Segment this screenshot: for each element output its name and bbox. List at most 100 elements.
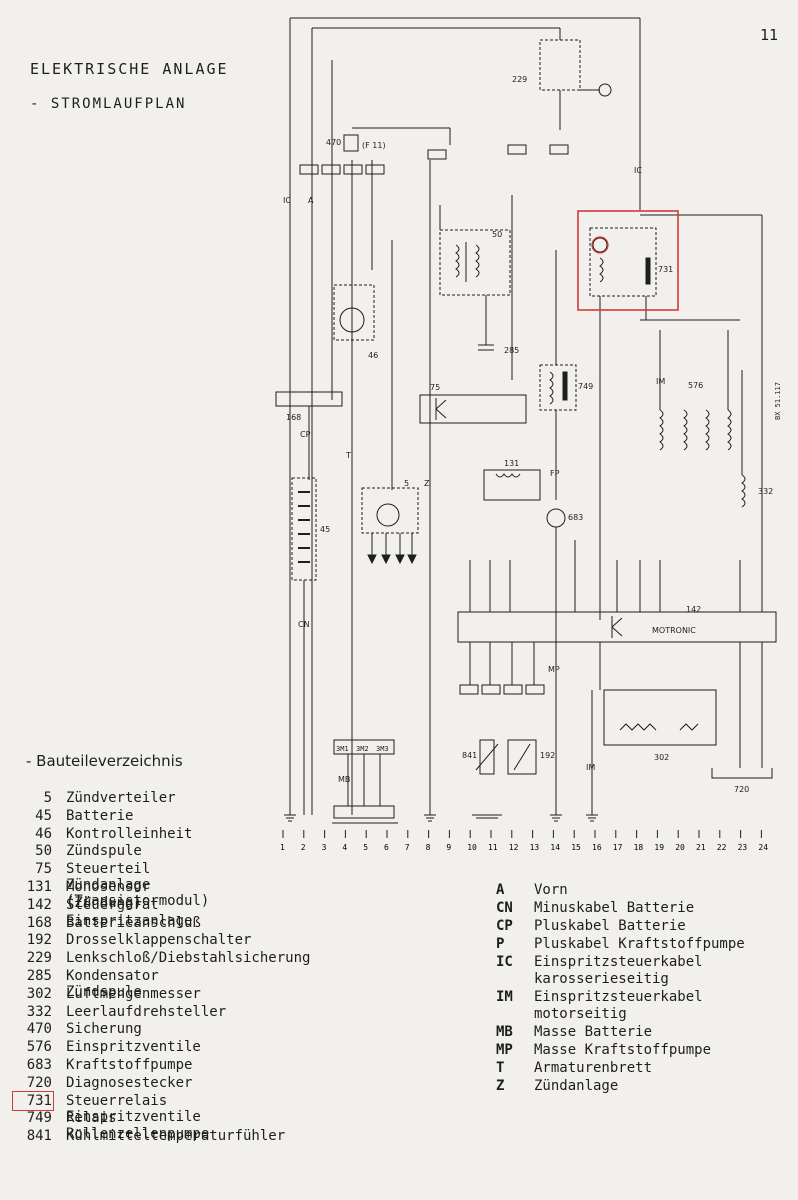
label-monosensor: 131 xyxy=(504,459,519,468)
legend-description: Armaturenbrett xyxy=(534,1060,653,1076)
component-number: 470 xyxy=(26,1021,52,1038)
ruler-number: 24 xyxy=(758,843,768,852)
legend-code: CP xyxy=(496,918,513,934)
legend-description: Pluskabel Kraftstoffpumpe xyxy=(534,936,745,952)
component-name: Zündverteiler xyxy=(66,790,176,806)
legend-description: Zündanlage xyxy=(534,1078,619,1094)
ruler-number: 10 xyxy=(467,843,477,852)
label-battery: 45 xyxy=(320,525,330,534)
ruler-number: 9 xyxy=(446,843,451,852)
page-subtitle: - STROMLAUFPLAN xyxy=(30,96,187,112)
ruler-number: 21 xyxy=(696,843,706,852)
component-name: Batterieanschluß xyxy=(66,914,201,931)
wire-label-mb: MB xyxy=(338,775,350,784)
label-ecu-name: MOTRONIC xyxy=(652,626,696,635)
ruler-number: 2 xyxy=(301,843,306,852)
component-number: 683 xyxy=(26,1057,52,1073)
component-name: Relais Rollenzellenpumpe xyxy=(66,1110,210,1143)
label-battery-terminal: 168 xyxy=(286,413,301,422)
label-fuse-tag: (F 11) xyxy=(362,141,386,150)
component-name: Kontrolleinheit xyxy=(66,825,193,842)
relay-731-marker xyxy=(591,236,609,254)
legend-description: Masse Batterie xyxy=(534,1024,653,1040)
wire-label-cn: CN xyxy=(298,620,310,629)
label-ignition-lock: 229 xyxy=(512,75,527,84)
component-number: 720 xyxy=(26,1074,52,1091)
component-name: Kondensator Zündspule xyxy=(66,968,159,1000)
component-name: Batterie xyxy=(66,807,134,824)
component-name: Steuerrelais Einspritzventile xyxy=(66,1092,201,1125)
legend-description: Minuskabel Batterie xyxy=(534,900,695,916)
label-fuse: 470 xyxy=(326,138,341,147)
label-ground-conn-3: 3M3 xyxy=(376,745,389,753)
ruler-number: 22 xyxy=(717,843,727,852)
label-throttle-switch: 192 xyxy=(540,751,555,760)
legend-code: P xyxy=(496,936,505,952)
component-number: 131 xyxy=(26,879,52,895)
ruler-number: 19 xyxy=(654,843,664,852)
ruler-number: 16 xyxy=(592,843,602,852)
wire-label-ic-top: IC xyxy=(634,166,642,175)
label-ecu: 142 xyxy=(686,605,701,614)
label-module: 75 xyxy=(430,383,440,392)
label-diag: 720 xyxy=(734,785,749,794)
legend-description: Vorn xyxy=(534,882,568,898)
ruler-number: 6 xyxy=(384,843,389,852)
ruler-number: 5 xyxy=(363,843,368,852)
component-name: Drosselklappenschalter xyxy=(66,932,252,949)
component-number: 5 xyxy=(43,790,52,806)
ruler-number: 12 xyxy=(509,843,519,852)
wire-label-a: A xyxy=(308,196,314,205)
legend-code: A xyxy=(496,882,505,898)
wire-label-fp: FP xyxy=(550,469,560,478)
label-ref-code: BX 51.117 xyxy=(774,382,782,420)
component-name: Leerlaufdrehsteller xyxy=(66,1003,227,1020)
component-number: 302 xyxy=(26,985,52,1002)
ruler-number: 4 xyxy=(342,843,347,852)
component-name: Zündspule xyxy=(66,843,142,860)
component-number: 229 xyxy=(26,950,52,967)
legend-code: IC xyxy=(496,954,513,970)
legend-code: MP xyxy=(496,1042,513,1058)
label-coil: 50 xyxy=(492,230,502,239)
label-fuel-pump: 683 xyxy=(568,513,583,522)
label-injectors: 576 xyxy=(688,381,703,390)
wire-label-z: Z xyxy=(424,479,430,488)
relay-731-highlight xyxy=(577,210,679,311)
component-number: 75 xyxy=(35,861,52,878)
label-idle-actuator: 332 xyxy=(758,487,773,496)
legend-code: MB xyxy=(496,1024,513,1040)
component-number: 50 xyxy=(35,843,52,860)
label-ground-conn-2: 3M2 xyxy=(356,745,369,753)
ruler-number: 13 xyxy=(530,843,540,852)
component-name: Monosensor (Zündung) xyxy=(66,879,151,911)
ruler-number: 15 xyxy=(571,843,581,852)
legend-description: Einspritzsteuerkabel karosserieseitig xyxy=(534,954,703,987)
ruler-number: 8 xyxy=(426,843,431,852)
label-airflow: 302 xyxy=(654,753,669,762)
wire-label-ic-left: IC xyxy=(283,196,291,205)
component-name: Luftmengenmesser xyxy=(66,985,201,1002)
ruler-number: 1 xyxy=(280,843,285,852)
component-number: 841 xyxy=(26,1128,52,1145)
wire-label-mp: MP xyxy=(548,665,560,674)
component-name: Diagnosestecker xyxy=(66,1074,193,1091)
ruler-number: 17 xyxy=(613,843,623,852)
component-number: 168 xyxy=(26,914,52,931)
components-heading: - Bauteileverzeichnis xyxy=(26,752,183,770)
component-number: 142 xyxy=(26,896,52,913)
legend-description: Einspritzsteuerkabel motorseitig xyxy=(534,989,703,1022)
ruler-number: 7 xyxy=(405,843,410,852)
label-coolant-sensor: 841 xyxy=(462,751,477,760)
legend-code: IM xyxy=(496,989,513,1005)
component-number: 749 xyxy=(26,1110,52,1127)
component-number: 332 xyxy=(26,1003,52,1020)
component-name: Lenkschloß/Diebstahlsicherung xyxy=(66,950,311,967)
legend-code: CN xyxy=(496,900,513,916)
legend-code: Z xyxy=(496,1078,505,1094)
component-name: Steuergerät Einspritzanlage xyxy=(66,896,193,929)
ruler-number: 20 xyxy=(675,843,685,852)
component-name: Einspritzventile xyxy=(66,1039,201,1056)
label-distributor: 5 xyxy=(404,479,409,488)
